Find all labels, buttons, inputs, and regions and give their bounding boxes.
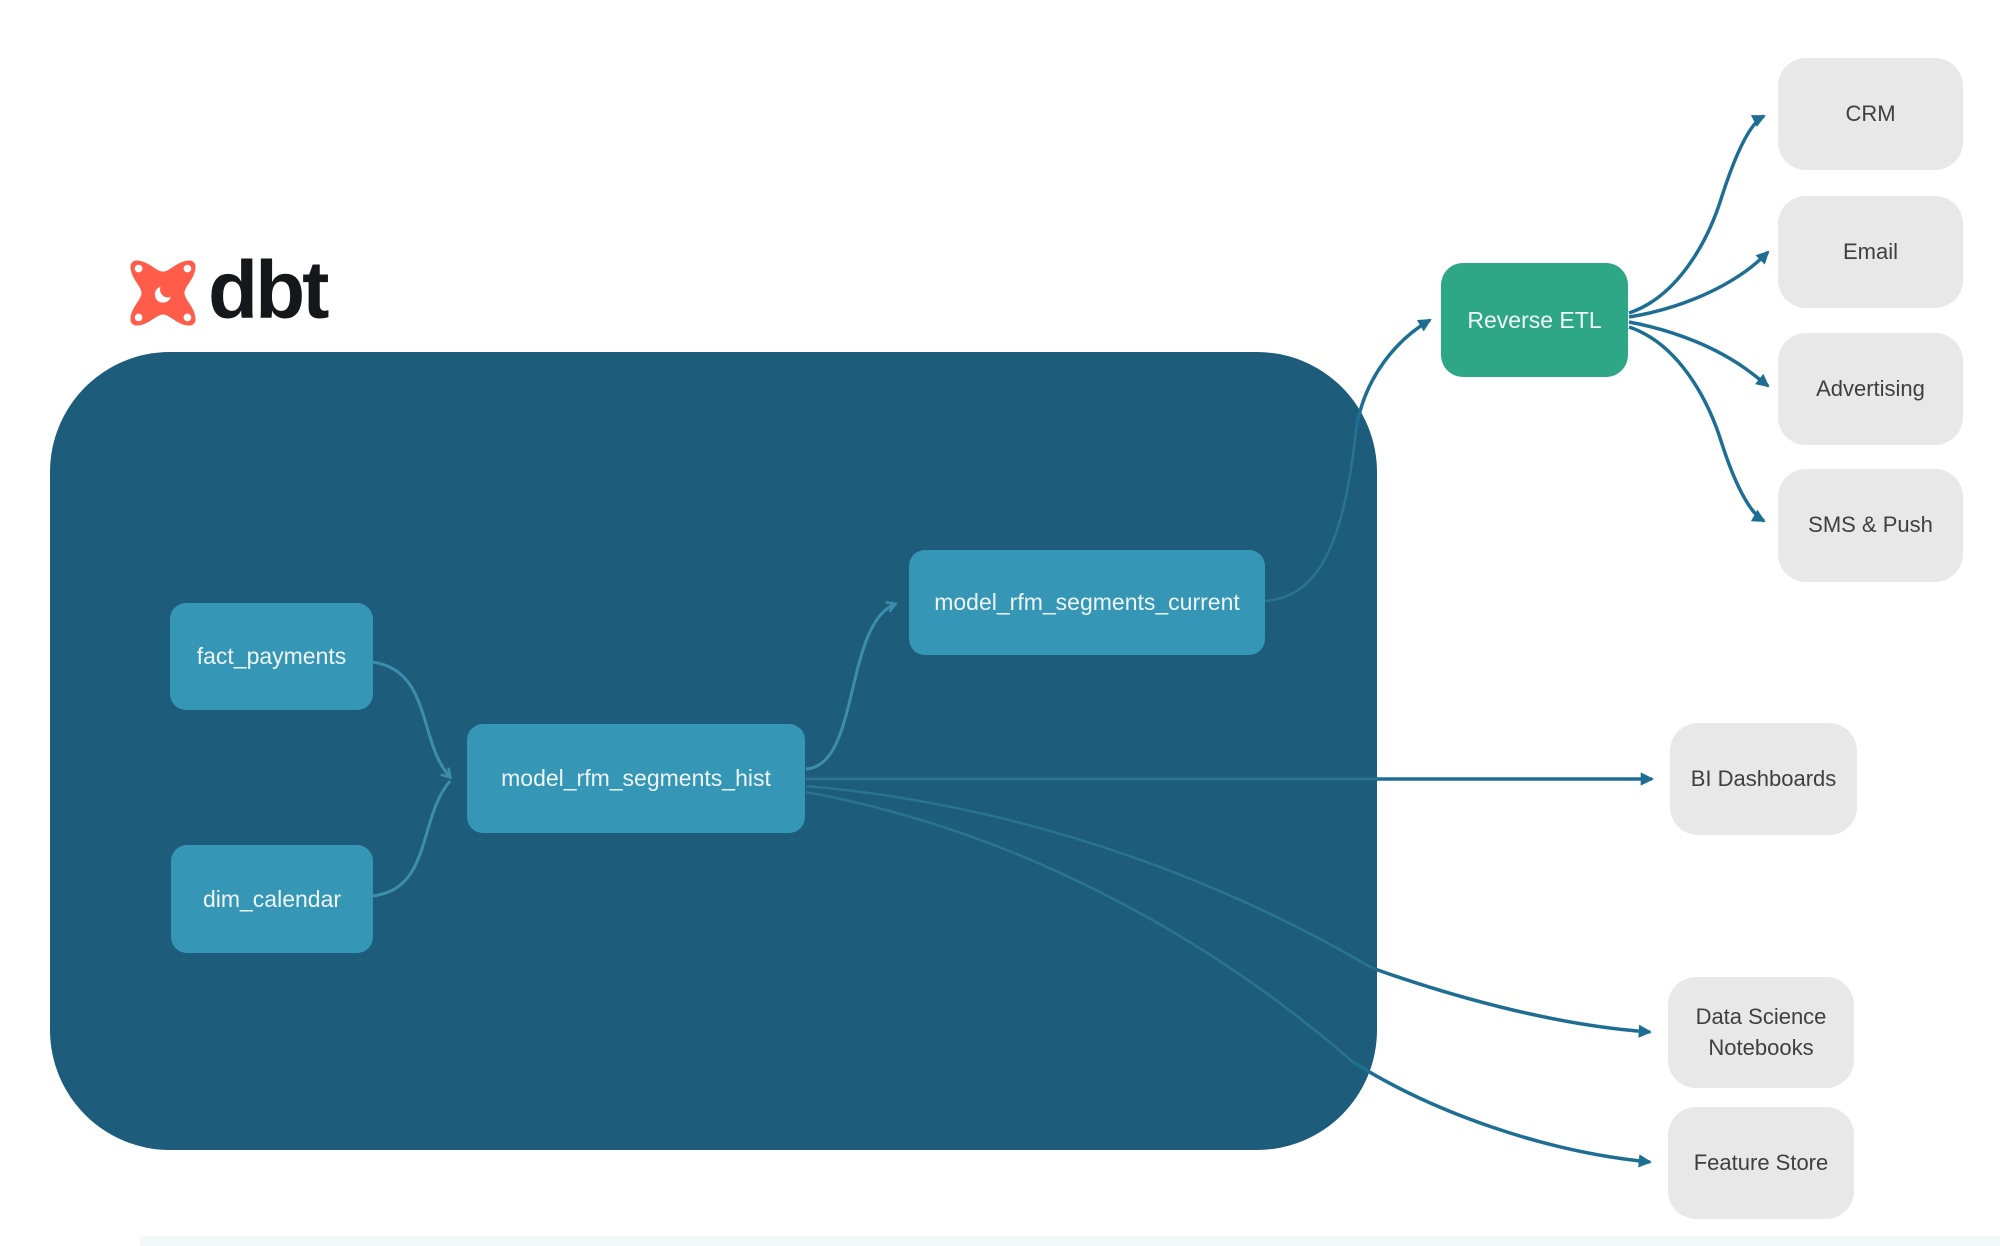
node-reverse-etl: Reverse ETL <box>1441 263 1628 377</box>
node-data-science-notebooks: Data Science Notebooks <box>1668 977 1854 1088</box>
node-model-rfm-segments-current: model_rfm_segments_current <box>909 550 1265 655</box>
dbt-logo-text: dbt <box>208 245 329 336</box>
edge-reverse-etl-to-advertising <box>1628 320 1770 388</box>
edge-hist-to-feature-store <box>1352 1060 1652 1168</box>
node-dim-calendar-label: dim_calendar <box>202 885 342 912</box>
node-sms-push-label: SMS & Push <box>1808 512 1933 538</box>
node-crm-label: CRM <box>1845 100 1896 126</box>
node-data-science-notebooks-label: Data Science Notebooks <box>1695 1003 1827 1060</box>
node-fact-payments-label: fact_payments <box>196 643 347 669</box>
node-feature-store-label: Feature Store <box>1693 1149 1829 1175</box>
edge-reverse-etl-to-sms-push <box>1628 325 1766 523</box>
dbt-logo: dbt <box>126 245 329 336</box>
node-reverse-etl-label: Reverse ETL <box>1467 306 1602 333</box>
node-advertising-label: Advertising <box>1816 375 1925 401</box>
node-model-rfm-segments-hist: model_rfm_segments_hist <box>467 724 805 833</box>
node-email: Email <box>1778 196 1963 308</box>
node-feature-store: Feature Store <box>1668 1107 1854 1219</box>
node-bi-dashboards-label: BI Dashboards <box>1690 765 1837 791</box>
node-sms-push: SMS & Push <box>1778 469 1963 582</box>
node-model-rfm-segments-hist-label: model_rfm_segments_hist <box>501 765 771 791</box>
node-bi-dashboards: BI Dashboards <box>1670 723 1857 835</box>
edge-hist-to-data-science <box>1371 966 1652 1038</box>
edge-reverse-etl-to-email <box>1628 250 1770 319</box>
node-model-rfm-segments-current-label: model_rfm_segments_current <box>934 589 1240 615</box>
node-fact-payments: fact_payments <box>170 603 373 710</box>
node-dim-calendar: dim_calendar <box>171 845 373 953</box>
edge-current-to-reverse-etl <box>1354 318 1432 431</box>
node-crm: CRM <box>1778 58 1963 170</box>
edge-reverse-etl-to-crm <box>1628 114 1766 315</box>
node-advertising: Advertising <box>1778 333 1963 445</box>
node-email-label: Email <box>1842 238 1898 264</box>
page-edge-strip <box>140 1236 2000 1246</box>
dbt-star-icon <box>130 260 196 326</box>
